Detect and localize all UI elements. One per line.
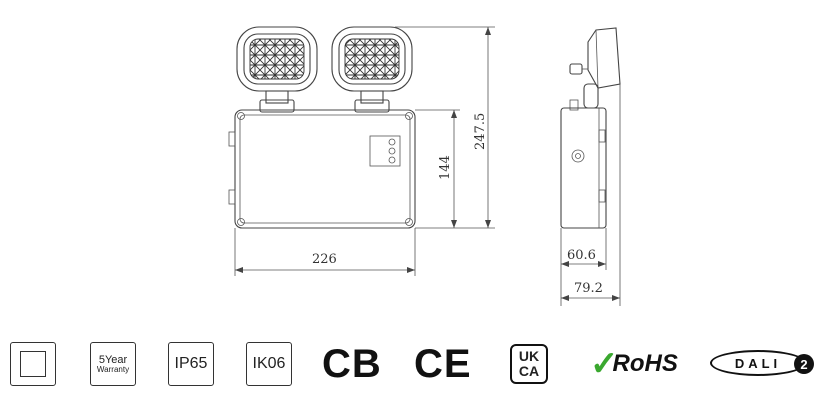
dim-depth-total-label: 79.2 — [574, 281, 603, 296]
dim-box-height-label: 144 — [438, 155, 453, 180]
check-icon: ✓ — [590, 344, 619, 384]
ip-rating-text: IP65 — [174, 355, 208, 372]
dim-depth-box-label: 60.6 — [567, 248, 596, 263]
ce-mark: CE — [414, 342, 472, 386]
ukca-line2: CA — [518, 363, 540, 379]
certification-badges: 5Year Warranty IP65 IK06 CB CE UK CA — [0, 332, 830, 402]
dim-width-label: 226 — [312, 252, 337, 267]
indicator-panel — [369, 135, 401, 167]
dim-depth-total: 79.2 — [561, 84, 621, 306]
warranty-years: 5Year — [98, 353, 128, 366]
warranty-label: Warranty — [96, 364, 130, 374]
side-view: 60.6 79.2 — [560, 27, 621, 306]
dim-overall-height: 247.5 — [395, 26, 495, 229]
left-lamp-head — [236, 26, 318, 113]
dim-width: 226 — [234, 228, 416, 276]
cb-mark-text: CB — [322, 341, 382, 386]
dali-mark: DALI 2 — [710, 342, 814, 386]
class-ii-icon — [10, 342, 56, 386]
rohs-mark: ✓ RoHS — [590, 342, 678, 386]
dim-depth-box: 60.6 — [560, 228, 607, 306]
rohs-text: RoHS — [612, 350, 678, 377]
dim-box-height: 144 — [415, 109, 460, 228]
side-lamp-head — [569, 27, 621, 111]
side-body-box — [560, 107, 607, 229]
cb-mark: CB — [322, 342, 382, 386]
ip-rating-badge: IP65 — [168, 342, 214, 386]
ik-rating-text: IK06 — [252, 355, 286, 372]
technical-drawing: 247.5 144 226 — [228, 26, 621, 306]
dali-text: DALI — [734, 355, 782, 371]
dim-overall-height-label: 247.5 — [473, 113, 488, 150]
warranty-badge: 5Year Warranty — [90, 342, 136, 386]
front-body-box — [228, 109, 416, 229]
front-view: 247.5 144 226 — [228, 26, 495, 276]
ce-mark-text: CE — [414, 341, 472, 386]
ukca-line1: UK — [518, 348, 540, 365]
dali-version: 2 — [794, 354, 814, 374]
ik-rating-badge: IK06 — [246, 342, 292, 386]
right-lamp-head — [331, 26, 413, 113]
ukca-mark: UK CA — [510, 342, 548, 386]
